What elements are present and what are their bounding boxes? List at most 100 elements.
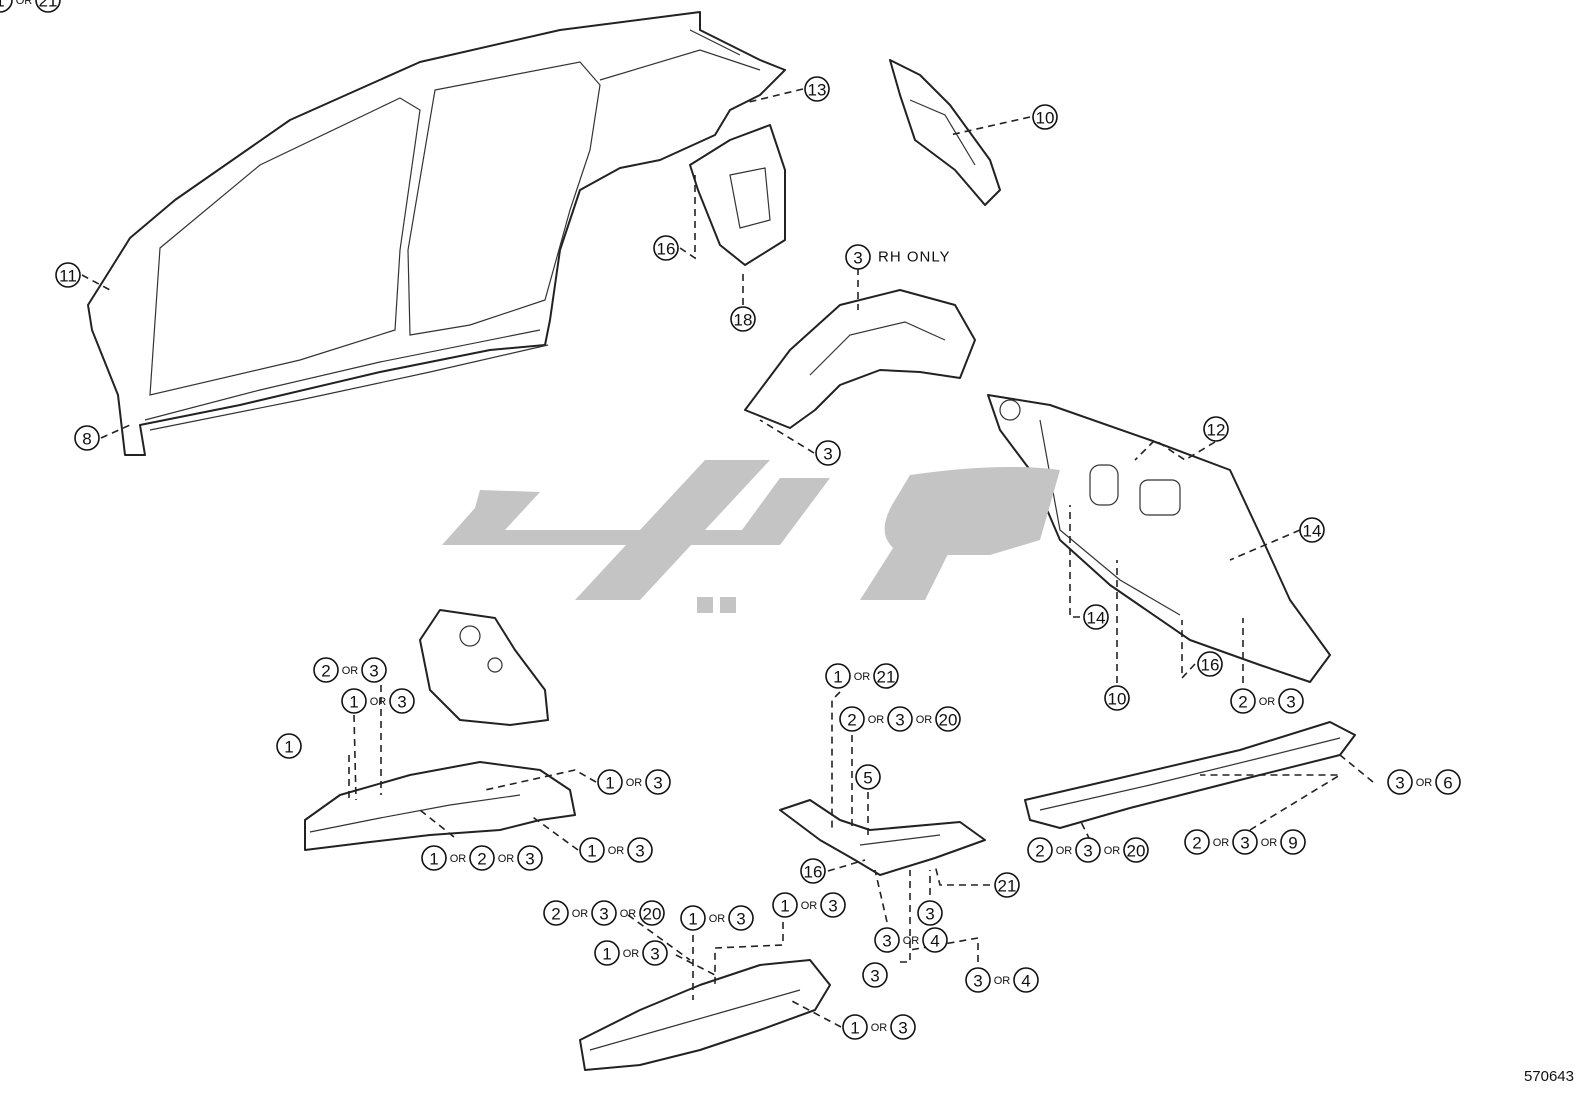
callout-circle xyxy=(341,688,367,714)
callout-separator: OR xyxy=(709,913,726,925)
callout-part-number: 14 xyxy=(1087,609,1106,628)
callout-circle xyxy=(639,900,665,926)
figure-code: 570643 xyxy=(1523,1068,1574,1085)
callout-part-number: 1 xyxy=(0,0,5,11)
callout-circle xyxy=(804,76,830,102)
callout-separator: OR xyxy=(1104,845,1121,857)
callout-8: 12 xyxy=(1203,416,1229,442)
callout-circle xyxy=(74,425,100,451)
callout-circle xyxy=(361,657,387,683)
callout-part-number: 20 xyxy=(643,905,662,924)
callout-part-number: 11 xyxy=(59,267,77,286)
callout-part-number: 1 xyxy=(429,850,438,869)
callout-separator: OR xyxy=(801,900,818,912)
callout-circle xyxy=(890,1014,916,1040)
callout-circle xyxy=(1184,829,1210,855)
callout-circle xyxy=(887,706,913,732)
callout-circle xyxy=(922,927,948,953)
callout-part-number: 1 xyxy=(850,1019,859,1038)
callout-circle xyxy=(1435,769,1461,795)
callout-part-number: 21 xyxy=(39,0,58,11)
callout-circle xyxy=(842,1014,868,1040)
callout-part-number: 3 xyxy=(895,711,904,730)
callout-circle xyxy=(935,706,961,732)
callout-part-number: 3 xyxy=(653,774,662,793)
callout-circle xyxy=(1280,829,1306,855)
callout-10: 14 xyxy=(1083,604,1109,630)
front-bracket xyxy=(419,609,549,726)
callout-0: 13 xyxy=(804,76,830,102)
callout-11: 10 xyxy=(1104,685,1130,711)
callout-part-number: 8 xyxy=(82,430,91,449)
callout-part-number: 3 xyxy=(853,249,862,268)
callout-separator: OR xyxy=(572,908,589,920)
callout-circle xyxy=(55,262,81,288)
rear-wheelhouse-inner xyxy=(689,124,786,266)
callout-part-number: 2 xyxy=(847,711,856,730)
center-floor-member xyxy=(779,799,986,876)
callout-separator: OR xyxy=(916,714,933,726)
callout-part-number: 21 xyxy=(998,877,1017,896)
callout-circle xyxy=(730,306,756,332)
callout-circle xyxy=(874,927,900,953)
callout-25: 3 xyxy=(917,900,943,926)
callout-part-number: 3 xyxy=(650,945,659,964)
callout-circle xyxy=(1104,685,1130,711)
callout-part-number: 21 xyxy=(877,668,896,687)
callout-circle xyxy=(276,733,302,759)
callout-part-number: 2 xyxy=(1035,842,1044,861)
callout-circle xyxy=(873,663,899,689)
callout-2: 11 xyxy=(55,262,81,288)
callout-part-number: 1 xyxy=(284,738,293,757)
callout-circle xyxy=(597,769,623,795)
callout-part-number: 12 xyxy=(1207,421,1226,440)
callout-circle xyxy=(421,845,447,871)
callout-part-number: 3 xyxy=(898,1019,907,1038)
callout-circle xyxy=(1203,416,1229,442)
callout-part-number: 9 xyxy=(1288,834,1297,853)
callout-circle xyxy=(1230,688,1256,714)
callout-part-number: 3 xyxy=(823,445,832,464)
callout-separator: OR xyxy=(1261,837,1278,849)
callout-circle xyxy=(1032,104,1058,130)
callout-circle xyxy=(839,706,865,732)
callout-circle xyxy=(1075,837,1101,863)
brand-logo-watermark xyxy=(442,460,1060,613)
callout-circle xyxy=(579,837,605,863)
callout-circle xyxy=(965,967,991,993)
callout-part-number: 2 xyxy=(1192,834,1201,853)
callout-part-number: 14 xyxy=(1303,522,1322,541)
callout-part-number: 2 xyxy=(477,850,486,869)
callout-circle xyxy=(591,900,617,926)
callout-circle xyxy=(313,657,339,683)
callout-circle xyxy=(389,688,415,714)
callout-part-number: 3 xyxy=(397,693,406,712)
callout-circle xyxy=(845,244,871,270)
callout-circle xyxy=(469,845,495,871)
left-side-member xyxy=(304,761,576,851)
callout-part-number: 10 xyxy=(1036,109,1055,128)
callout-part-number: 1 xyxy=(605,774,614,793)
callout-separator: OR xyxy=(994,975,1011,987)
callout-circle xyxy=(994,872,1020,898)
callout-circle xyxy=(517,845,543,871)
bottom-side-member xyxy=(579,959,831,1071)
callout-circle xyxy=(1083,604,1109,630)
callout-part-number: 4 xyxy=(1021,972,1030,991)
callout-circle xyxy=(1027,837,1053,863)
callout-3: 16 xyxy=(653,235,679,261)
callout-circle xyxy=(1387,769,1413,795)
callout-24: 21 xyxy=(994,872,1020,898)
callout-12: 16 xyxy=(1197,651,1223,677)
callout-separator: OR xyxy=(498,853,515,865)
callout-part-number: 5 xyxy=(863,769,872,788)
